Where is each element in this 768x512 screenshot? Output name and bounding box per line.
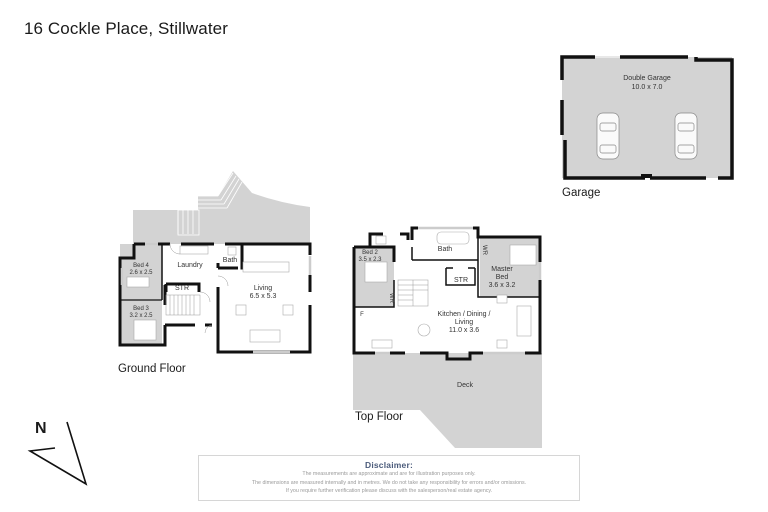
room-dims: 3.5 x 2.3 (358, 257, 382, 263)
chair-icon (235, 304, 247, 316)
chair-icon (496, 294, 508, 304)
disclaimer-title: Disclaimer: (364, 460, 414, 470)
north-label: N (35, 420, 47, 437)
room-dims: 11.0 x 3.6 (449, 327, 479, 334)
room-label: Bed 4 (133, 263, 149, 269)
dining-table-icon (417, 323, 431, 337)
room-dims: 10.0 x 7.0 (632, 84, 663, 91)
north-arrow-icon (27, 421, 88, 486)
room-label: STR (454, 277, 468, 284)
room-label: Bed 2 (362, 250, 378, 256)
disclaimer-line: The dimensions are measured internally a… (251, 479, 527, 486)
disclaimer-line: If you require further verification plea… (285, 488, 493, 494)
room-dims: 2.6 x 2.5 (129, 270, 153, 276)
room-label: Living (455, 319, 473, 326)
disclaimer-box: Disclaimer: The measurements are approxi… (198, 455, 580, 501)
bed-icon (509, 244, 537, 266)
garage-label: Garage (562, 187, 601, 199)
sofa-icon (516, 305, 532, 337)
ground-floor-label: Ground Floor (118, 363, 186, 375)
deck-area (353, 353, 542, 448)
ground-floor-plan: Laundry Bath Bed 4 2.6 x 2.5 Bed 3 3.2 x… (118, 171, 312, 354)
room-label: Bath (223, 257, 238, 264)
room-label: WR (481, 245, 487, 256)
room-dims: 3.6 x 3.2 (489, 282, 516, 289)
garage-plan: Double Garage 10.0 x 7.0 (560, 55, 734, 180)
room-label: Double Garage (623, 75, 671, 82)
top-floor-label: Top Floor (355, 411, 403, 423)
disclaimer-line: The measurements are approximate and are… (302, 471, 476, 477)
room-label: WR (388, 293, 394, 304)
page-title: 16 Cockle Place, Stillwater (24, 19, 228, 38)
bathtub-icon (436, 231, 470, 245)
room-label: Bed (496, 274, 509, 281)
room-label: Deck (457, 382, 473, 389)
room-label: Master (491, 266, 513, 273)
top-floor-plan: Bath Bed 2 3.5 x 2.3 WR Master Bed 3.6 x… (352, 226, 542, 448)
sofa-icon (249, 329, 281, 343)
chair-icon (496, 339, 508, 349)
room-dims: 6.5 x 5.3 (250, 293, 277, 300)
bed-icon (133, 319, 157, 341)
kitchen-bench (242, 261, 290, 273)
room-label: F (360, 312, 364, 318)
bed-icon (126, 276, 150, 288)
toilet-icon (375, 235, 387, 245)
bed-icon (364, 261, 388, 283)
room-label: Living (254, 285, 272, 292)
kitchen-bench (371, 339, 393, 349)
room-label: Kitchen / Dining / (438, 311, 491, 318)
car-icon (596, 112, 620, 160)
garage-floor (562, 57, 732, 178)
car-icon (674, 112, 698, 160)
room-label: Bed 3 (133, 306, 149, 312)
room-label: STR (175, 285, 189, 292)
room-label: Bath (438, 246, 453, 253)
room-dims: 3.2 x 2.5 (129, 313, 153, 319)
chair-icon (282, 304, 294, 316)
room-label: Laundry (177, 262, 203, 269)
